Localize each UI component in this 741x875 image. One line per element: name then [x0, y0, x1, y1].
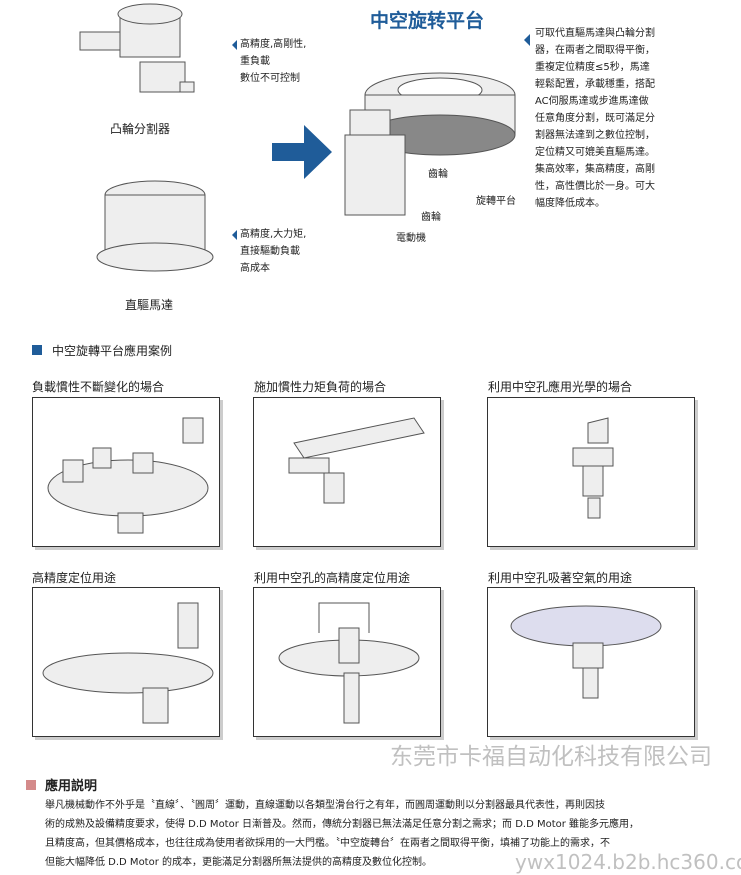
case-title: 負載慣性不斷變化的場合: [32, 380, 165, 394]
spec: 直接驅動負載: [240, 246, 300, 257]
cam-indexer-image: [79, 3, 195, 93]
pointer-icon: [227, 40, 237, 50]
cam-indexer-label: 凸輪分割器: [110, 122, 171, 136]
platform-description: 可取代直驅馬達與凸輪分割器，在兩者之間取得平衡，重複定位精度≤5秒，馬達輕鬆配置…: [535, 28, 655, 209]
pointer-icon: [227, 230, 237, 240]
right-arrow-icon: [272, 125, 332, 179]
spec: 數位不可控制: [240, 73, 300, 84]
spec: 重負載: [240, 56, 270, 67]
case-image-hollow-positioning: [253, 587, 441, 737]
dd-motor-label: 直驅馬達: [125, 298, 174, 312]
case-title: 利用中空孔的高精度定位用途: [254, 571, 411, 585]
hollow-rotary-platform-image: [344, 72, 516, 216]
motor-label: 電動機: [396, 233, 426, 244]
case-image-positioning: [32, 587, 220, 737]
spec: 高精度,大力矩,: [240, 229, 307, 240]
section-marker: [26, 780, 36, 790]
explain-line: 但能大幅降低 D.D Motor 的成本，更能滿足分割器所無法提供的高精度及數位…: [45, 857, 433, 868]
gear-label: 齒輪: [421, 212, 441, 223]
explain-body: 舉凡機械動作不外乎是〝直線〞、〝圓周〞運動，直線運動以各類型滑台行之有年，而圓周…: [45, 796, 639, 872]
case-image-inertia-moment: [253, 397, 441, 547]
cam-indexer-specs: 高精度,高剛性, 重負載 數位不可控制: [240, 36, 306, 87]
case-title: 施加慣性力矩負荷的場合: [254, 380, 387, 394]
case-image-optical: [487, 397, 695, 547]
case-title: 利用中空孔應用光學的場合: [488, 380, 633, 394]
watermark-company: 东莞市卡福自动化科技有限公司: [390, 744, 712, 770]
explain-line: 術的成熟及設備精度要求，使得 D.D Motor 日漸普及。然而，傳統分割器已無…: [45, 819, 640, 830]
platform-label: 旋轉平台: [476, 196, 516, 207]
platform-title: 中空旋转平台: [370, 10, 485, 32]
spec: 高精度,高剛性,: [240, 39, 307, 50]
pointer-icon: [518, 34, 530, 46]
explain-line: 舉凡機械動作不外乎是〝直線〞、〝圓周〞運動，直線運動以各類型滑台行之有年，而圓周…: [45, 800, 605, 811]
gear-label: 齒輪: [428, 169, 448, 180]
cases-heading: 中空旋轉平台應用案例: [52, 344, 173, 358]
case-image-air-suction: [487, 587, 695, 737]
watermark-url: ywx1024.b2b.hc360.com: [515, 850, 741, 874]
case-title: 高精度定位用途: [32, 571, 117, 585]
case-title: 利用中空孔吸著空氣的用途: [488, 571, 633, 585]
dd-motor-image: [96, 180, 214, 272]
explain-line: 且精度高，但其價格成本，也往往成為使用者欲採用的一大門檻。〝中空旋轉台〞在兩者之…: [45, 838, 610, 849]
dd-motor-specs: 高精度,大力矩, 直接驅動負載 高成本: [240, 226, 306, 277]
spec: 高成本: [240, 263, 270, 274]
case-image-load-inertia: [32, 397, 220, 547]
explain-heading: 應用説明: [45, 779, 98, 794]
section-marker: [32, 345, 42, 355]
